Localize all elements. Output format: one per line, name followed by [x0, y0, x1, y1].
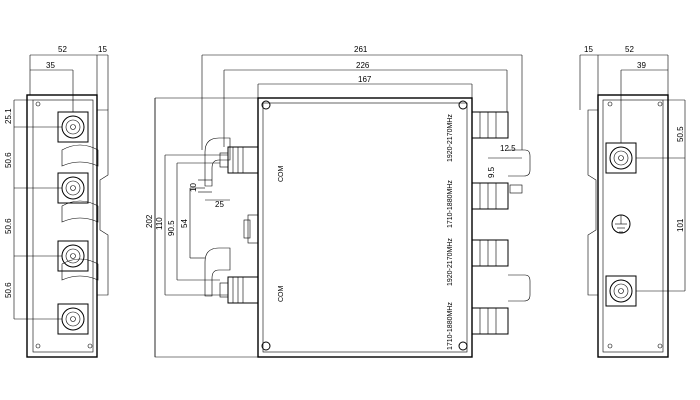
dim-left-35: 35 [46, 61, 55, 70]
dim-front-9-5: 9.5 [487, 166, 496, 178]
com-label-top: COM [278, 166, 285, 183]
dim-front-25: 25 [215, 200, 224, 209]
dim-front-261: 261 [354, 45, 368, 54]
dim-front-202: 202 [145, 214, 154, 228]
band-label-top-b: 1710-1880MHz [447, 180, 454, 228]
right-side-view: 15 52 39 50.5 101 [579, 45, 686, 358]
n-connector-2 [57, 172, 89, 204]
dim-left-25-1: 25.1 [4, 108, 13, 124]
band-label-bot-b: 1710-1880MHz [447, 302, 454, 350]
dim-front-90-5: 90.5 [167, 220, 176, 236]
front-view: COM COM 1920-2170MHz 1710-1880MHz 1920-2… [145, 45, 531, 358]
dim-front-110: 110 [155, 217, 164, 230]
dim-left-50-6-b: 50.6 [4, 218, 13, 234]
n-connector-1 [57, 111, 89, 143]
band-connector-4 [471, 307, 509, 335]
band-connector-3 [471, 239, 509, 267]
dim-front-167: 167 [358, 75, 372, 84]
com-connector-bottom [219, 276, 259, 304]
left-side-view: 52 15 35 25.1 50.6 50.6 50.6 [4, 45, 109, 358]
com-connector-top [219, 146, 259, 174]
dim-front-54: 54 [180, 219, 189, 228]
dim-left-15: 15 [98, 45, 107, 54]
dim-right-52: 52 [625, 45, 634, 54]
dim-left-50-6-a: 50.6 [4, 152, 13, 168]
band-label-top-a: 1920-2170MHz [447, 114, 454, 162]
right-n-connector-top [605, 142, 637, 174]
dim-right-15: 15 [584, 45, 593, 54]
dim-right-50-5: 50.5 [676, 126, 685, 142]
dim-front-226: 226 [356, 61, 370, 70]
n-connector-4 [57, 303, 89, 335]
band-label-bot-a: 1920-2170MHz [447, 238, 454, 286]
dim-front-12-5: 12.5 [500, 144, 516, 153]
dim-left-52: 52 [58, 45, 67, 54]
grounding-terminal-icon [611, 214, 631, 234]
dim-left-50-6-c: 50.6 [4, 282, 13, 298]
com-label-bottom: COM [278, 286, 285, 303]
dim-right-39: 39 [637, 61, 646, 70]
band-connector-2 [471, 182, 509, 210]
right-n-connector-bottom [605, 275, 637, 307]
dim-front-10: 10 [189, 183, 198, 192]
dim-right-101: 101 [676, 218, 685, 232]
n-connector-3 [57, 240, 89, 272]
band-connector-1 [471, 111, 509, 139]
